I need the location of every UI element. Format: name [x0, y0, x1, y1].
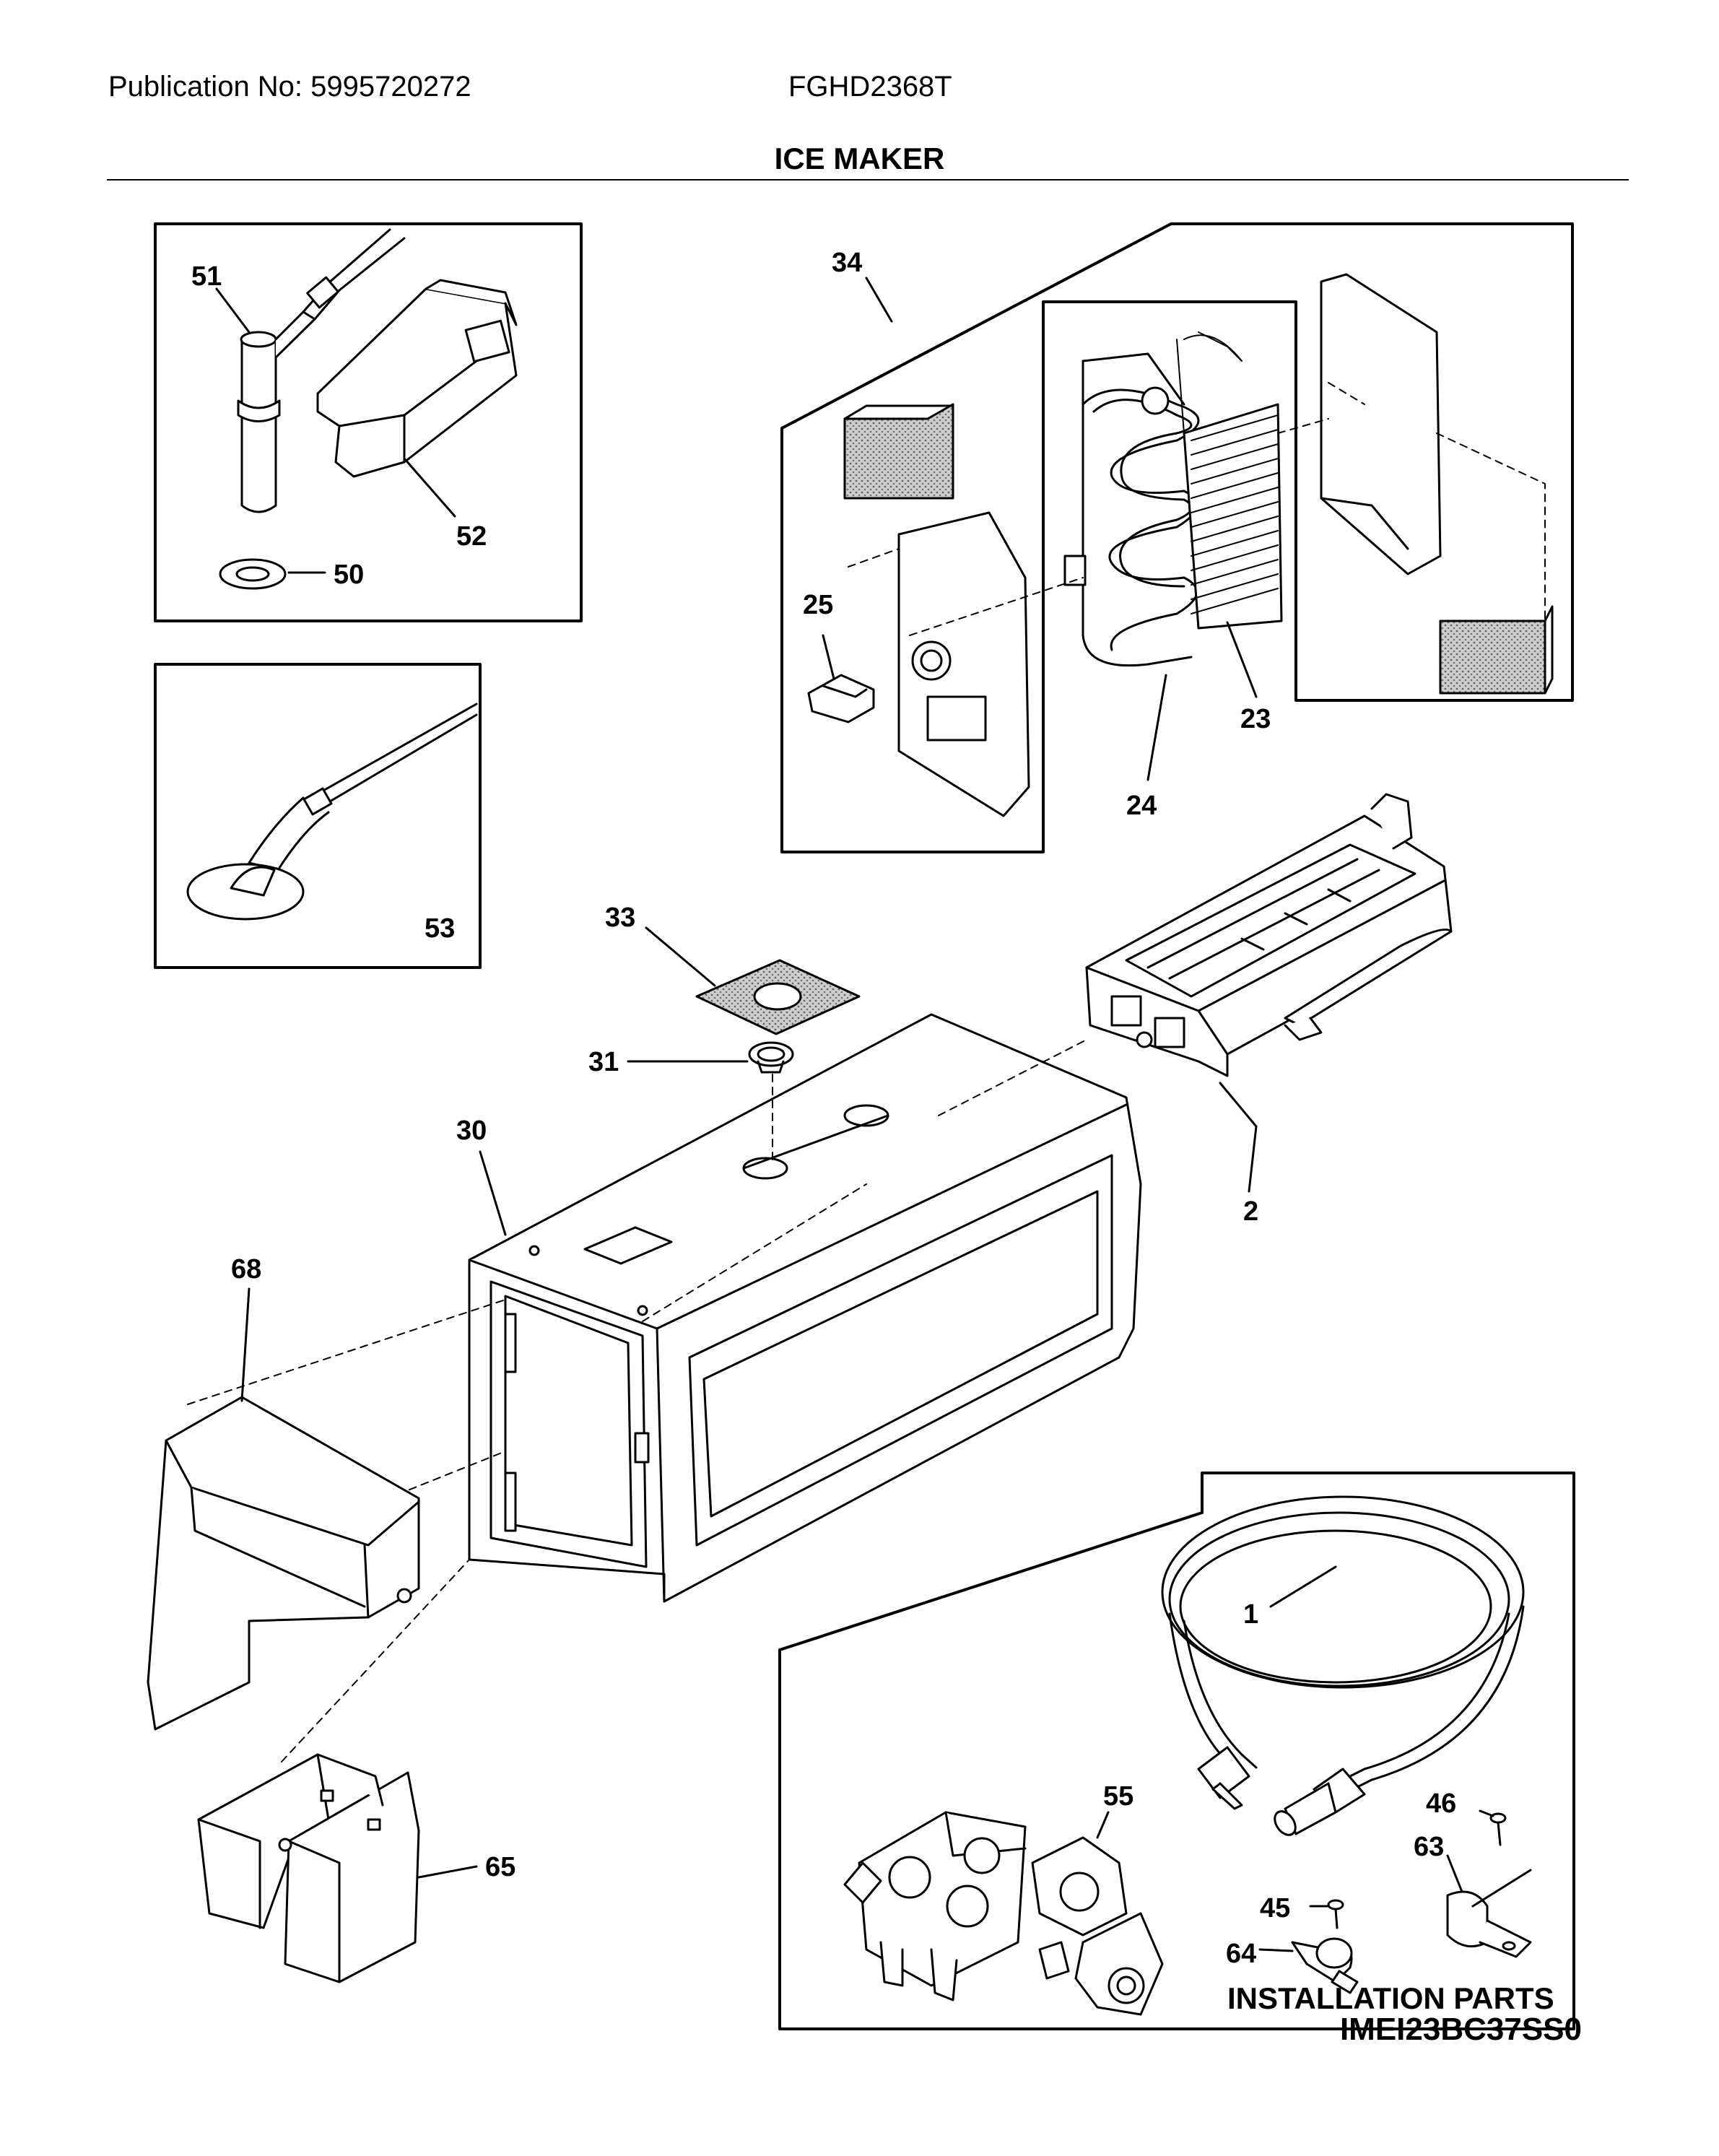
fill-cup-cover-part	[316, 279, 518, 478]
label-63: 63	[1414, 1832, 1444, 1862]
leader-46	[1479, 1809, 1494, 1817]
clamp-part	[1446, 1869, 1532, 1958]
page-title: ICE MAKER	[774, 142, 945, 175]
housing-dashed-lines	[187, 1039, 1087, 1762]
publication-number: Publication No: 5995720272	[108, 71, 471, 103]
water-valve-part	[843, 1811, 1164, 2016]
evaporator-fins	[1176, 331, 1283, 630]
evaporator-coil	[1063, 352, 1200, 667]
label-46: 46	[1426, 1788, 1456, 1819]
label-64: 64	[1226, 1939, 1256, 1969]
label-33: 33	[605, 903, 635, 933]
ice-maker-unit	[1085, 793, 1453, 1077]
label-68: 68	[231, 1254, 261, 1285]
leader-30	[479, 1150, 507, 1236]
leader-34	[865, 277, 893, 323]
tube-fitting-part	[1197, 1746, 1366, 1836]
leader-23	[1226, 621, 1258, 698]
evaporator-assembly: 34 25 23 24	[780, 222, 1574, 853]
label-24: 24	[1126, 791, 1157, 821]
leader-68	[240, 1287, 251, 1402]
installation-parts-box: 55 46 45 63 64 INSTALLATION PARTS	[778, 1472, 1575, 2030]
clamp-part	[1291, 1937, 1359, 1994]
leader-63	[1446, 1854, 1463, 1893]
label-2: 2	[1243, 1196, 1258, 1227]
leader-52	[403, 457, 456, 518]
leader-64	[1258, 1948, 1294, 1952]
ice-bucket-housing	[468, 1013, 1142, 1603]
box-tube-grommet: 53	[154, 663, 482, 969]
installation-parts-label: INSTALLATION PARTS	[1227, 1981, 1554, 2015]
leader-65	[417, 1865, 478, 1879]
box-water-fill-parts: 51 52 50	[154, 222, 583, 622]
leader-1	[1269, 1565, 1337, 1608]
washer-part	[219, 558, 287, 590]
model-number: FGHD2368T	[788, 71, 952, 103]
foam-gasket-part	[695, 959, 861, 1035]
label-31: 31	[588, 1047, 619, 1077]
screw-part	[1327, 1899, 1344, 1929]
label-50: 50	[334, 560, 364, 590]
leader-55	[1096, 1811, 1110, 1839]
label-55: 55	[1103, 1781, 1133, 1812]
side-cover-part	[147, 1396, 420, 1731]
evap-dashed-lines	[848, 382, 1546, 636]
header-rule	[107, 179, 1629, 181]
label-25: 25	[803, 590, 833, 620]
label-51: 51	[191, 261, 222, 292]
label-52: 52	[456, 521, 487, 552]
label-45: 45	[1260, 1893, 1290, 1924]
leader-33	[645, 926, 716, 987]
label-65: 65	[485, 1852, 515, 1882]
harness-plug-part	[807, 674, 875, 723]
ice-chute-bin-part	[197, 1753, 420, 1983]
leader-2	[1219, 1082, 1258, 1193]
leader-51	[215, 287, 251, 334]
label-30: 30	[456, 1116, 487, 1146]
label-1: 1	[1243, 1599, 1258, 1630]
label-23: 23	[1240, 704, 1271, 734]
fill-tube-part	[237, 228, 406, 513]
leader-24	[1146, 674, 1167, 781]
label-34: 34	[832, 248, 862, 278]
grommet-part	[748, 1041, 794, 1074]
water-tubing-part	[1161, 1495, 1525, 1788]
screw-part	[1489, 1812, 1507, 1846]
leader-25	[822, 634, 835, 680]
label-53: 53	[425, 913, 455, 944]
diagram-code: IMEI23BC37SS0	[1339, 2012, 1582, 2047]
